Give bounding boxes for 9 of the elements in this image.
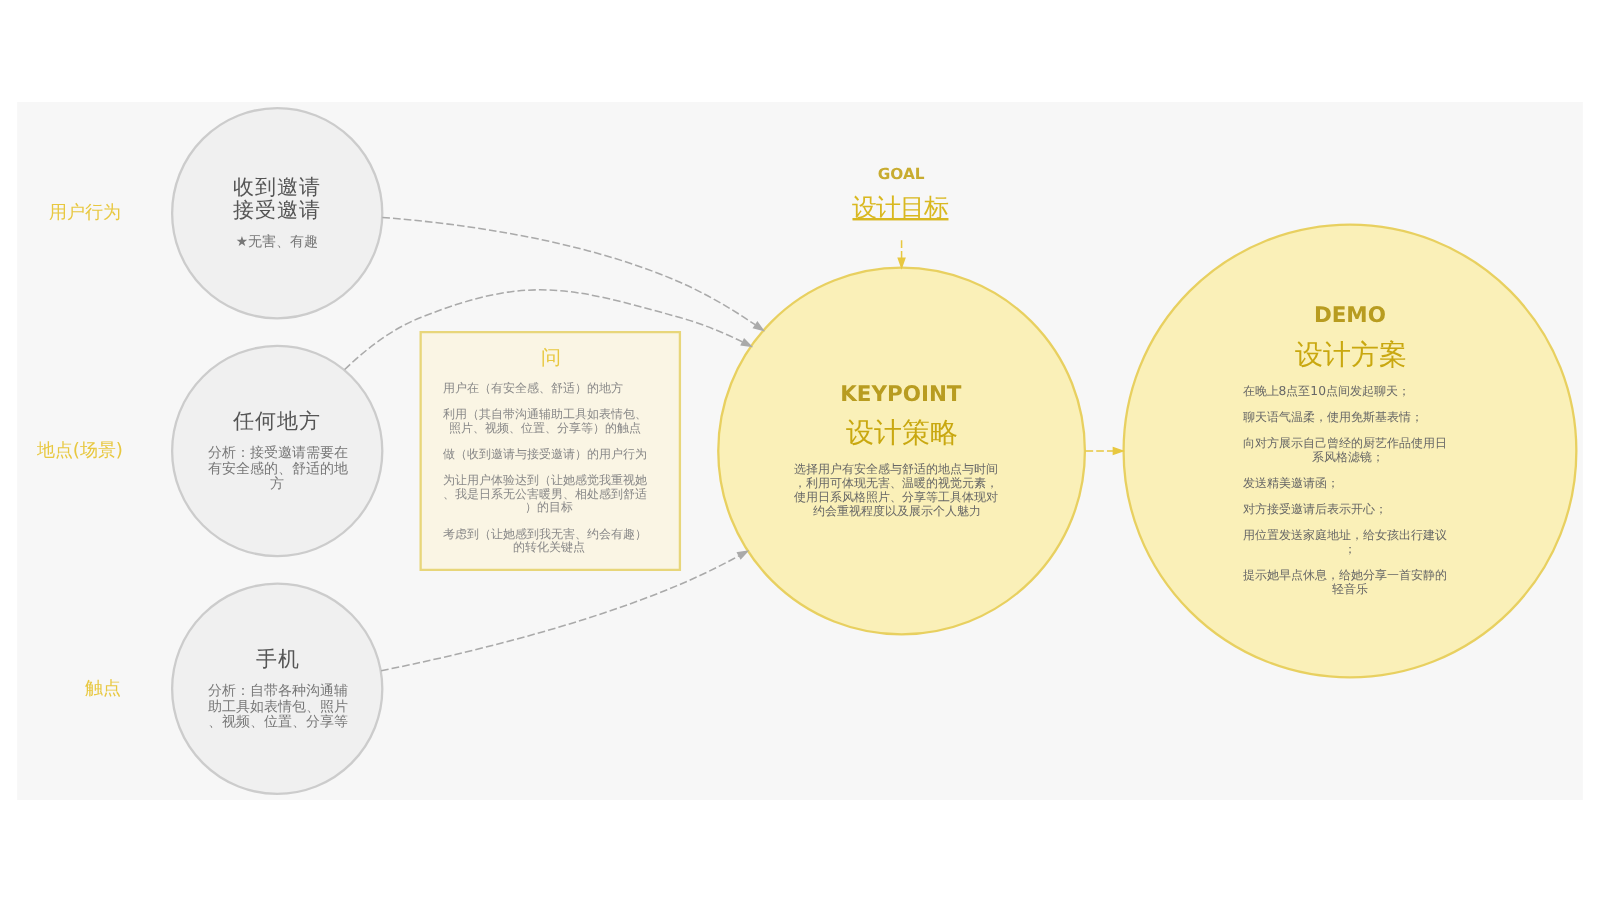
arrow <box>381 215 766 331</box>
node-label: 触点 <box>85 676 122 699</box>
node-label: 用户行为 <box>49 200 122 223</box>
node-text: GOAL 设计目标 <box>852 164 949 221</box>
arrow <box>343 288 754 370</box>
node-label: 地点(场景) <box>36 438 124 461</box>
arrow <box>1084 445 1125 455</box>
arrow <box>380 549 750 671</box>
arrow <box>897 238 906 269</box>
